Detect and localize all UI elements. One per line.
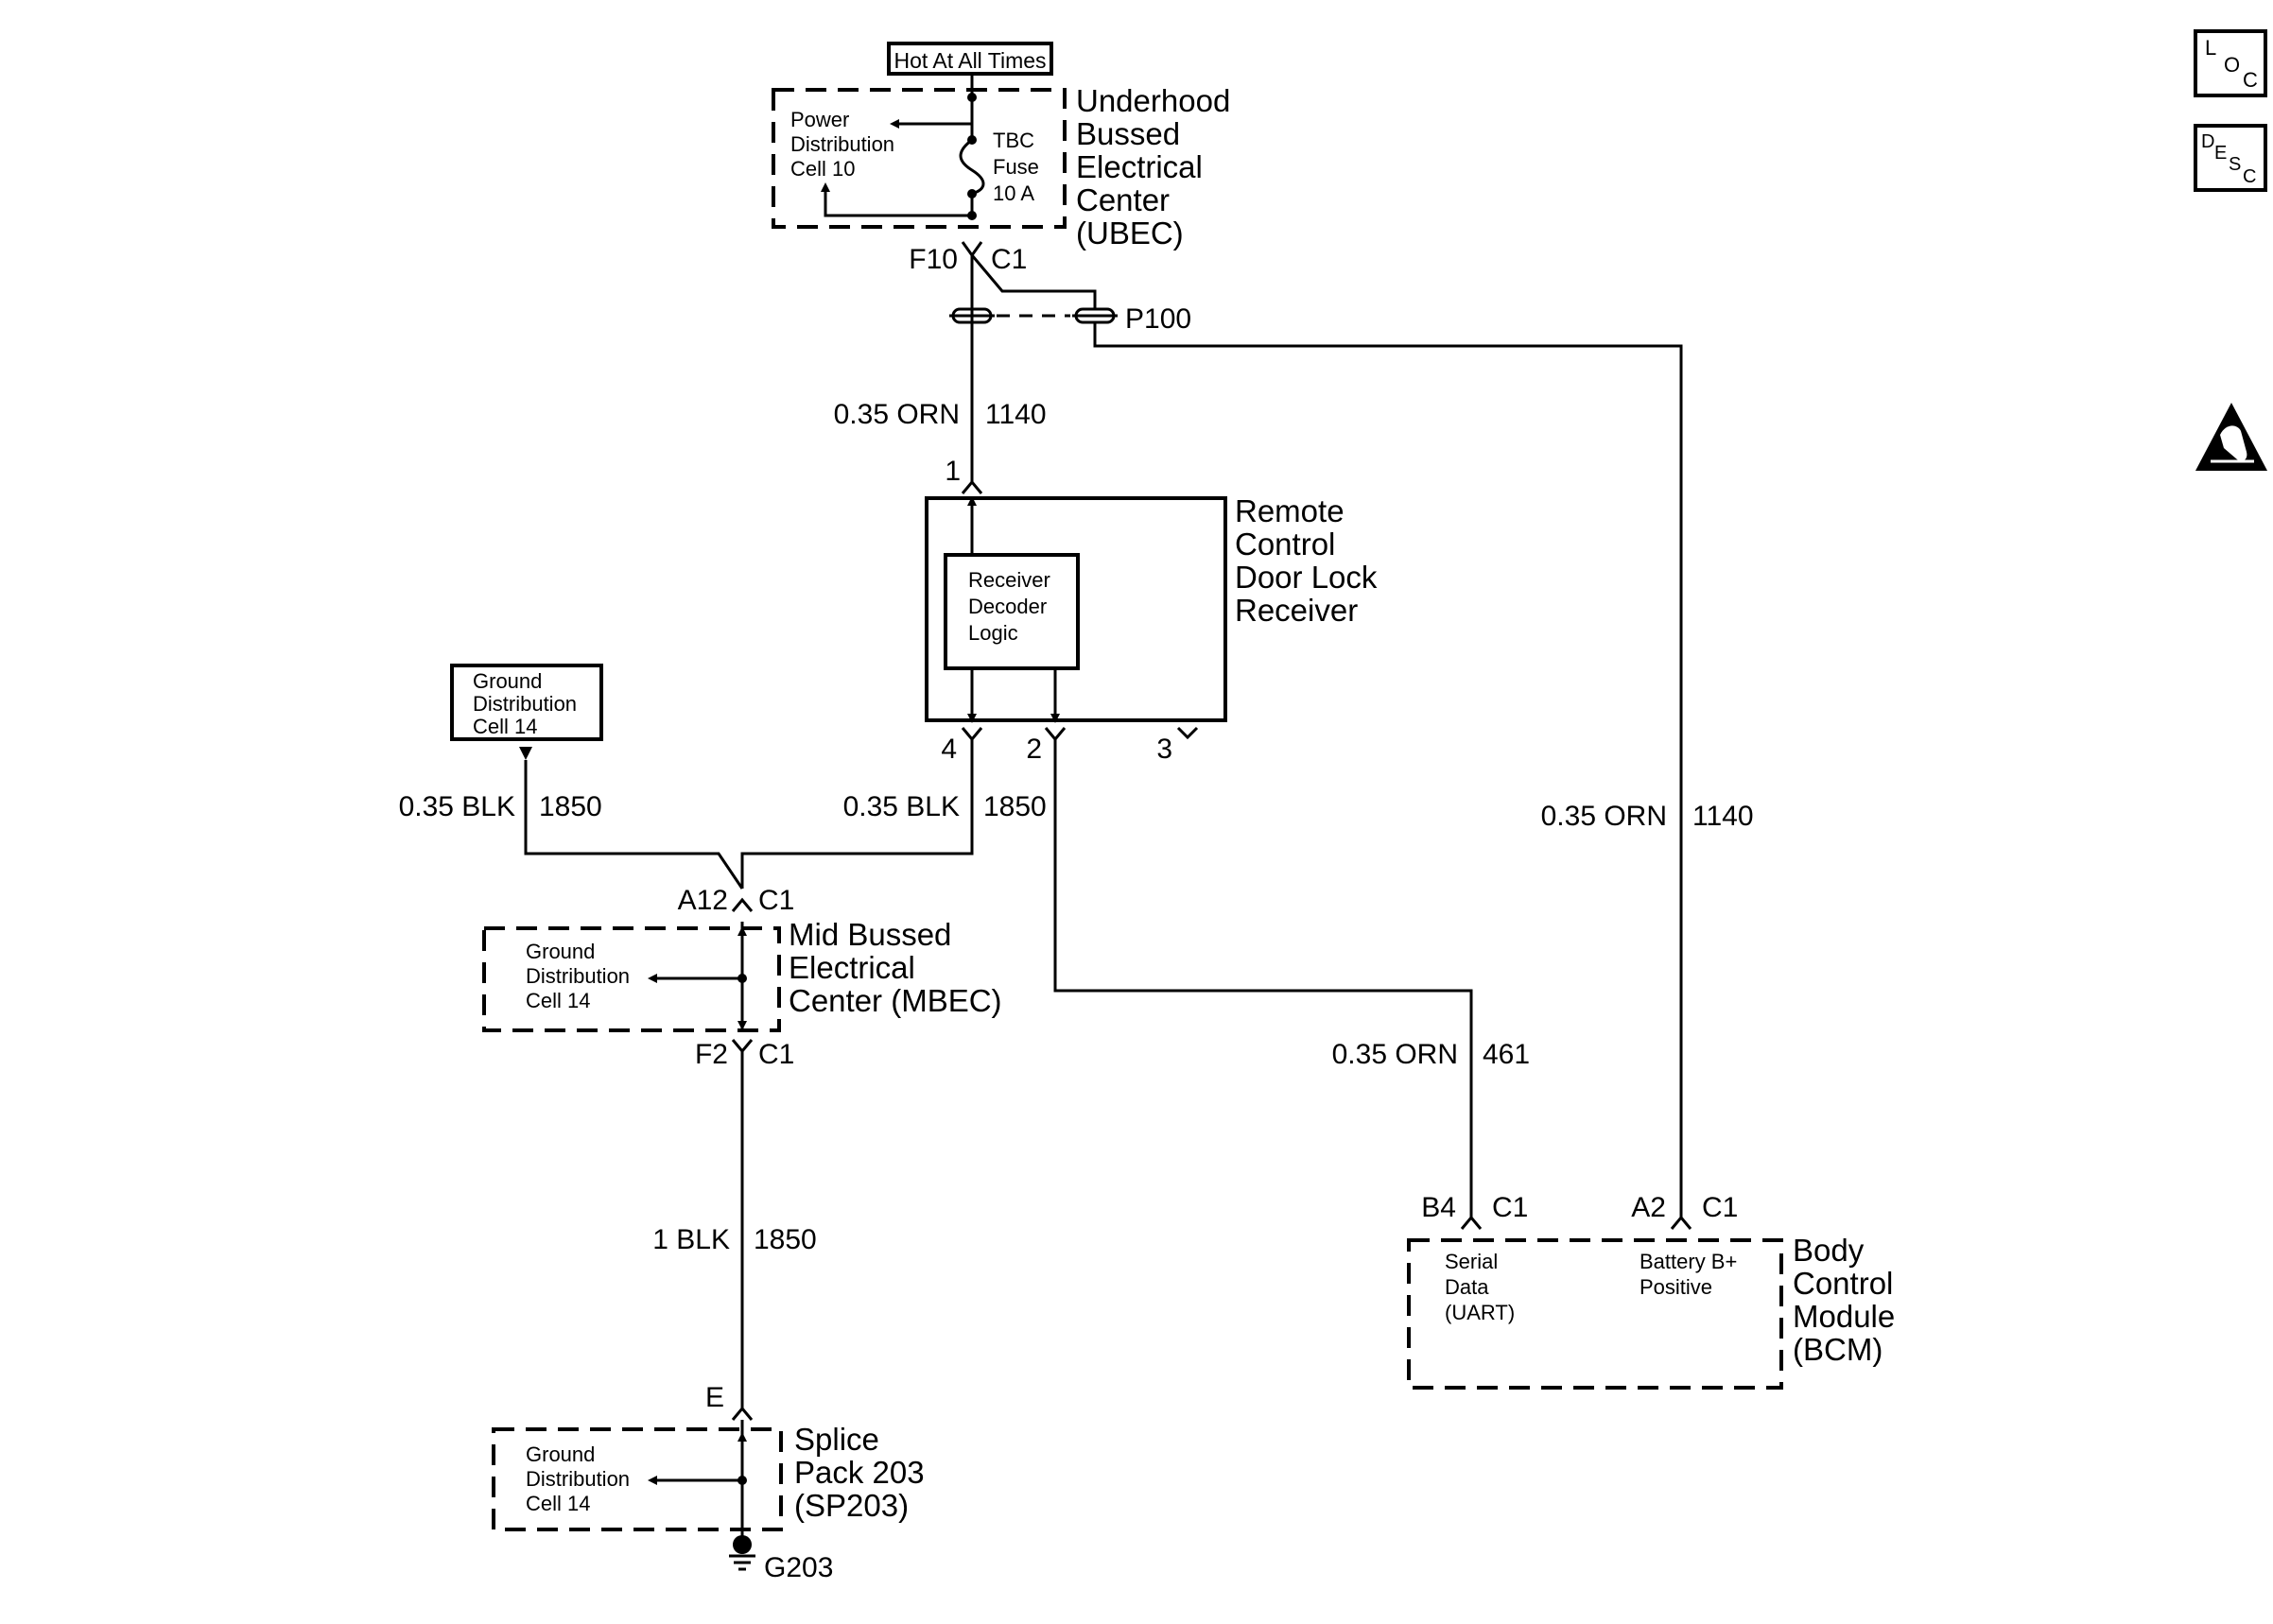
wire-mid-circuit: 1850 bbox=[983, 791, 1047, 822]
splice-ref-line-3: Cell 14 bbox=[526, 1492, 590, 1515]
svg-text:C: C bbox=[2243, 68, 2258, 92]
wire-orn-1140: P100 0.35 ORN 1140 0.35 ORN 1140 bbox=[834, 241, 1754, 1218]
bcm-name-line-4: (BCM) bbox=[1793, 1332, 1883, 1367]
svg-text:C: C bbox=[2243, 166, 2256, 187]
svg-text:E: E bbox=[2214, 143, 2227, 164]
ubec-name-line-4: Center bbox=[1076, 182, 1170, 217]
ubec-power-ref-line-3: Cell 10 bbox=[790, 157, 855, 181]
door-lock-receiver: 1 Receiver Decoder Logic Remote Control … bbox=[925, 456, 1378, 765]
bcm-serial-line-1: Serial bbox=[1445, 1250, 1498, 1273]
mbec-top-terminal: A12 bbox=[678, 885, 728, 916]
mbec: A12 C1 Ground Distribution Cell 14 Mid B… bbox=[482, 885, 1002, 1070]
svg-text:D: D bbox=[2201, 131, 2214, 152]
receiver-pin-2: 2 bbox=[1026, 734, 1042, 765]
receiver-pin-4: 4 bbox=[941, 734, 957, 765]
wire-left-gauge: 0.35 BLK bbox=[399, 791, 515, 822]
splice-name-line-2: Pack 203 bbox=[794, 1455, 925, 1490]
bcm-serial-connector: C1 bbox=[1492, 1192, 1528, 1223]
desc-icon[interactable]: D E S C bbox=[2194, 124, 2267, 192]
logic-line-2: Decoder bbox=[968, 595, 1047, 618]
mbec-ref-line-3: Cell 14 bbox=[526, 989, 590, 1012]
ground-dist-top: Ground Distribution Cell 14 bbox=[450, 664, 603, 760]
mbec-name-line-3: Center (MBEC) bbox=[789, 983, 1002, 1018]
bcm-battery-line-1: Battery B+ bbox=[1640, 1250, 1737, 1273]
bcm-battery-terminal: A2 bbox=[1631, 1192, 1666, 1223]
wire-left-circuit: 1850 bbox=[539, 791, 602, 822]
mbec-bottom-connector: C1 bbox=[758, 1039, 794, 1070]
receiver-pin-1: 1 bbox=[945, 456, 961, 487]
ubec-name-line-5: (UBEC) bbox=[1076, 216, 1184, 251]
wire-blk-1850-bottom: 1 BLK 1850 bbox=[652, 1051, 817, 1408]
mbec-bottom-terminal: F2 bbox=[695, 1039, 728, 1070]
mbec-name-line-2: Electrical bbox=[789, 950, 915, 985]
bcm-serial-line-2: Data bbox=[1445, 1275, 1489, 1299]
receiver-name-line-2: Control bbox=[1235, 527, 1335, 561]
ubec-name-line-3: Electrical bbox=[1076, 149, 1203, 184]
ground-dist-top-line-2: Distribution bbox=[473, 692, 577, 716]
bcm-serial-line-3: (UART) bbox=[1445, 1301, 1515, 1324]
wire-bottom-circuit: 1850 bbox=[754, 1224, 817, 1255]
ubec-connector: C1 bbox=[991, 244, 1027, 275]
receiver-name-line-3: Door Lock bbox=[1235, 560, 1378, 595]
power-source-label: Hot At All Times bbox=[894, 48, 1046, 73]
esd-warning-icon bbox=[2195, 403, 2267, 471]
logic-line-3: Logic bbox=[968, 621, 1018, 645]
bcm-name-line-2: Control bbox=[1793, 1266, 1893, 1301]
splice-name-line-3: (SP203) bbox=[794, 1488, 909, 1523]
ubec-power-ref-line-2: Distribution bbox=[790, 132, 894, 156]
logic-line-1: Receiver bbox=[968, 568, 1050, 592]
fuse-line-1: TBC bbox=[993, 129, 1034, 152]
ground-icon bbox=[729, 1535, 755, 1571]
receiver-name-line-1: Remote bbox=[1235, 493, 1345, 528]
ubec-name-line-2: Bussed bbox=[1076, 116, 1180, 151]
splice-name-line-1: Splice bbox=[794, 1422, 879, 1457]
mbec-ref-line-2: Distribution bbox=[526, 964, 630, 988]
p100-label: P100 bbox=[1125, 303, 1191, 335]
ubec: Power Distribution Cell 10 TBC Fuse 10 A… bbox=[772, 74, 1230, 275]
ground-label: G203 bbox=[764, 1552, 833, 1583]
mbec-top-connector: C1 bbox=[758, 885, 794, 916]
wire-right-gauge: 0.35 ORN bbox=[1541, 801, 1667, 832]
wire-461-circuit: 461 bbox=[1483, 1039, 1530, 1070]
bcm-battery-connector: C1 bbox=[1702, 1192, 1738, 1223]
wire-bottom-gauge: 1 BLK bbox=[652, 1224, 730, 1255]
wire-blk-1850: 0.35 BLK 1850 0.35 BLK 1850 bbox=[399, 739, 1047, 890]
power-source: Hot At All Times bbox=[887, 42, 1053, 76]
ground-dist-top-line-3: Cell 14 bbox=[473, 715, 537, 738]
wire-right-circuit: 1140 bbox=[1692, 801, 1754, 832]
wire-top-gauge: 0.35 ORN bbox=[834, 399, 960, 430]
svg-text:L: L bbox=[2205, 36, 2216, 60]
bcm-battery-line-2: Positive bbox=[1640, 1275, 1712, 1299]
mbec-ref-line-1: Ground bbox=[526, 940, 595, 963]
fuse-line-2: Fuse bbox=[993, 155, 1039, 179]
ubec-power-ref-line-1: Power bbox=[790, 108, 849, 131]
splice-ref-line-1: Ground bbox=[526, 1443, 595, 1466]
p100-connector bbox=[949, 307, 1118, 324]
splice-ref-line-2: Distribution bbox=[526, 1467, 630, 1491]
splice-terminal: E bbox=[705, 1382, 724, 1413]
receiver-name-line-4: Receiver bbox=[1235, 593, 1358, 628]
ground-dist-top-line-1: Ground bbox=[473, 669, 542, 693]
bcm-serial-terminal: B4 bbox=[1421, 1192, 1456, 1223]
svg-text:O: O bbox=[2224, 53, 2240, 77]
ubec-terminal: F10 bbox=[909, 244, 958, 275]
receiver-pin-3: 3 bbox=[1156, 734, 1172, 765]
splice-pack: E Ground Distribution Cell 14 Splice Pac… bbox=[492, 1382, 925, 1583]
svg-text:S: S bbox=[2229, 154, 2241, 175]
fuse-line-3: 10 A bbox=[993, 181, 1034, 205]
mbec-name-line-1: Mid Bussed bbox=[789, 917, 951, 952]
bcm: B4 C1 A2 C1 Serial Data (UART) Battery B… bbox=[1407, 1192, 1895, 1390]
loc-icon[interactable]: L O C bbox=[2194, 29, 2267, 97]
bcm-name-line-1: Body bbox=[1793, 1233, 1865, 1268]
wire-461-gauge: 0.35 ORN bbox=[1332, 1039, 1458, 1070]
ubec-name-line-1: Underhood bbox=[1076, 83, 1230, 118]
bcm-name-line-3: Module bbox=[1793, 1299, 1895, 1334]
wire-top-circuit: 1140 bbox=[985, 399, 1047, 430]
wire-orn-461: 0.35 ORN 461 bbox=[1053, 739, 1530, 1218]
wire-mid-gauge: 0.35 BLK bbox=[843, 791, 960, 822]
